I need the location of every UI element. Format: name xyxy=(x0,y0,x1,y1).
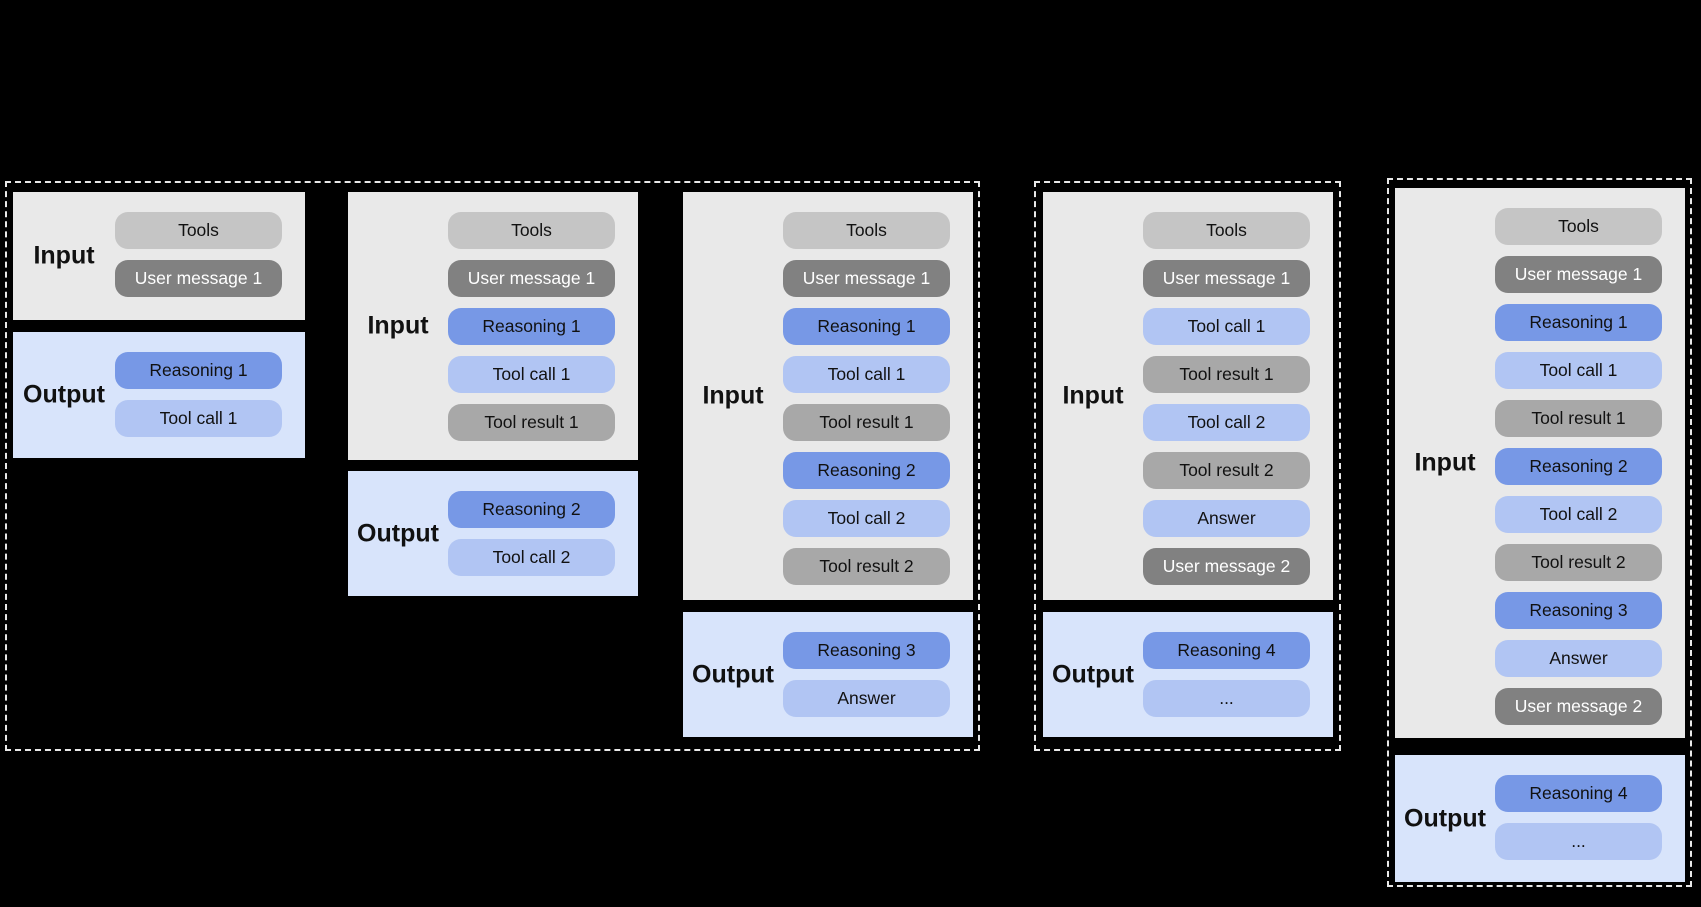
pill-tool-call: Tool call 1 xyxy=(1143,308,1310,345)
output-section-label: Output xyxy=(692,660,774,688)
message-pill-list: Reasoning 4... xyxy=(1143,632,1310,717)
pill-tool-result: Tool result 2 xyxy=(1495,544,1662,581)
pill-tools: Tools xyxy=(448,212,615,249)
pill-user-message: User message 1 xyxy=(448,260,615,297)
pill-tool-call: Tool call 1 xyxy=(1495,352,1662,389)
output-box: Output Reasoning 4... xyxy=(1395,755,1685,882)
output-section-label: Output xyxy=(357,519,439,547)
pill-reasoning: Reasoning 1 xyxy=(115,352,282,389)
pill-tools: Tools xyxy=(1495,208,1662,245)
input-section-label: Input xyxy=(33,241,95,270)
pill-tool-call: Tool call 2 xyxy=(1495,496,1662,533)
input-section-label: Input xyxy=(1062,381,1124,410)
output-section-label: Output xyxy=(23,380,105,409)
pill-tool-call: Tool call 1 xyxy=(783,356,950,393)
pill-user-message: User message 2 xyxy=(1143,548,1310,585)
pill-user-message: User message 2 xyxy=(1495,688,1662,725)
pill-tool-result: Tool result 1 xyxy=(1495,400,1662,437)
pill-answer: Answer xyxy=(1495,640,1662,677)
pill-reasoning: Reasoning 2 xyxy=(783,452,950,489)
message-pill-list: Reasoning 3 Answer xyxy=(783,632,950,717)
message-pill-list: Reasoning 2 Tool call 2 xyxy=(448,491,615,576)
output-box: Output Reasoning 3 Answer xyxy=(683,612,973,737)
message-pill-list: Reasoning 4... xyxy=(1495,775,1662,860)
pill-tool-call: Tool call 2 xyxy=(1143,404,1310,441)
pill-tool-call: Tool call 2 xyxy=(448,539,615,576)
output-box: Output Reasoning 4... xyxy=(1043,612,1333,737)
pill-tool-call: Tool call 1 xyxy=(115,400,282,437)
pill-user-message: User message 1 xyxy=(1143,260,1310,297)
output-box: Output Reasoning 1 Tool call 1 xyxy=(13,332,305,458)
pill-tool-result: Tool result 1 xyxy=(783,404,950,441)
pill-user-message: User message 1 xyxy=(1495,256,1662,293)
pill-ellipsis: ... xyxy=(1495,823,1662,860)
pill-reasoning: Reasoning 1 xyxy=(448,308,615,345)
pill-tool-call: Tool call 1 xyxy=(448,356,615,393)
pill-tools: Tools xyxy=(1143,212,1310,249)
pill-ellipsis: ... xyxy=(1143,680,1310,717)
pill-reasoning: Reasoning 4 xyxy=(1495,775,1662,812)
output-box: Output Reasoning 2 Tool call 2 xyxy=(348,471,638,596)
pill-user-message: User message 1 xyxy=(783,260,950,297)
pill-reasoning: Reasoning 3 xyxy=(1495,592,1662,629)
pill-tool-result: Tool result 1 xyxy=(448,404,615,441)
input-section-label: Input xyxy=(1414,448,1476,477)
pill-user-message: User message 1 xyxy=(115,260,282,297)
input-section-label: Input xyxy=(702,381,764,410)
pill-reasoning: Reasoning 3 xyxy=(783,632,950,669)
pill-tools: Tools xyxy=(783,212,950,249)
pill-reasoning: Reasoning 2 xyxy=(448,491,615,528)
pill-answer: Answer xyxy=(1143,500,1310,537)
output-section-label: Output xyxy=(1052,660,1134,688)
pill-answer: Answer xyxy=(783,680,950,717)
pill-tools: Tools xyxy=(115,212,282,249)
input-section-label: Input xyxy=(367,311,429,340)
pill-tool-result: Tool result 2 xyxy=(783,548,950,585)
pill-tool-result: Tool result 2 xyxy=(1143,452,1310,489)
pill-tool-call: Tool call 2 xyxy=(783,500,950,537)
pill-reasoning: Reasoning 4 xyxy=(1143,632,1310,669)
pill-reasoning: Reasoning 1 xyxy=(1495,304,1662,341)
pill-reasoning: Reasoning 1 xyxy=(783,308,950,345)
output-section-label: Output xyxy=(1404,804,1486,832)
pill-tool-result: Tool result 1 xyxy=(1143,356,1310,393)
message-pill-list: Reasoning 1 Tool call 1 xyxy=(115,352,282,437)
pill-reasoning: Reasoning 2 xyxy=(1495,448,1662,485)
